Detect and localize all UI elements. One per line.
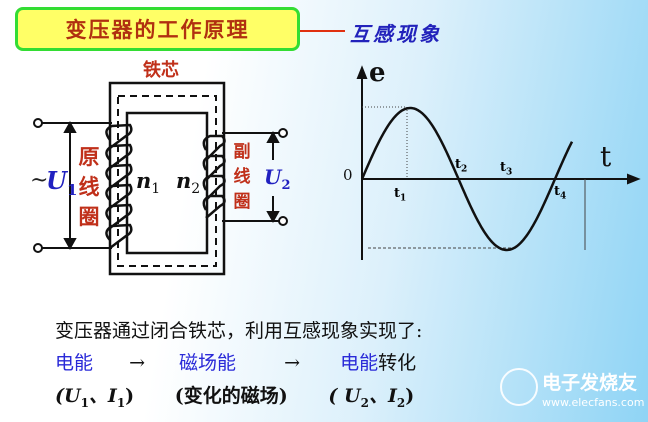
n1-subscript: 1 [151, 181, 161, 198]
logo-icon [500, 368, 538, 406]
explanation-line: 变压器通过闭合铁芯，利用互感现象实现了: [55, 320, 423, 342]
guide-lines [362, 106, 586, 250]
t3-label: t3 [500, 160, 513, 178]
t4-label: t4 [554, 184, 567, 202]
secondary-coil [202, 134, 226, 219]
t-axis-label: t [600, 140, 612, 173]
origin-label: 0 [343, 166, 353, 184]
t1-label: t1 [394, 186, 407, 204]
page-title: 变压器的工作原理 [65, 17, 250, 42]
watermark-url: www.elecfans.com [542, 396, 645, 409]
watermark-name: 电子发烧友 [542, 372, 638, 394]
label-char: 原 [78, 144, 100, 169]
connector-line [300, 30, 345, 32]
label-char: 圈 [78, 204, 100, 229]
n1-symbol: n [136, 168, 152, 193]
label-char: 圈 [233, 192, 251, 212]
e-axis-label: e [369, 58, 386, 88]
n2-label: n2 [176, 168, 200, 197]
primary-circuit [33, 118, 112, 253]
u1-label: U1 [46, 166, 77, 199]
u2-symbol: U [264, 165, 282, 189]
n1-label: n1 [136, 168, 160, 197]
u2-label: U2 [264, 165, 291, 193]
n2-subscript: 2 [191, 181, 201, 198]
electric-energy-2: 电能 [340, 352, 379, 374]
primary-variables: (U1、I1) [55, 385, 135, 410]
secondary-coil-label: 副 线 圈 [231, 140, 253, 215]
waveform-axes [356, 65, 641, 260]
t2-label: t2 [455, 157, 468, 175]
sine-curve [360, 106, 574, 252]
ac-source-icon: ~ [30, 168, 49, 193]
secondary-circuit [222, 128, 288, 226]
label-char: 副 [233, 142, 251, 162]
title-box: 变压器的工作原理 [15, 7, 300, 51]
u2-subscript: 2 [281, 178, 291, 193]
arrow: → [129, 352, 145, 374]
core-label: 铁芯 [143, 60, 179, 81]
label-char: 线 [78, 174, 100, 199]
arrow: → [284, 352, 301, 374]
u1-subscript: 1 [66, 180, 78, 199]
changing-field: (变化的磁场) [174, 385, 288, 407]
magnetic-energy: 磁场能 [179, 352, 237, 374]
primary-coil [105, 123, 133, 249]
variables-line: (U1、I1) (变化的磁场) ( U2、I2) [55, 381, 414, 410]
electric-energy-1: 电能 [55, 352, 94, 374]
secondary-variables: ( U2、I2) [328, 385, 415, 410]
label-char: 线 [233, 167, 251, 187]
u1-symbol: U [46, 166, 67, 195]
subtitle: 互感现象 [350, 22, 442, 46]
conversion-text: 转化 [378, 352, 417, 374]
energy-conversion-line: 电能 → 磁场能 → 电能转化 [55, 348, 416, 375]
n2-symbol: n [176, 168, 192, 193]
primary-coil-label: 原 线 圈 [77, 142, 101, 232]
